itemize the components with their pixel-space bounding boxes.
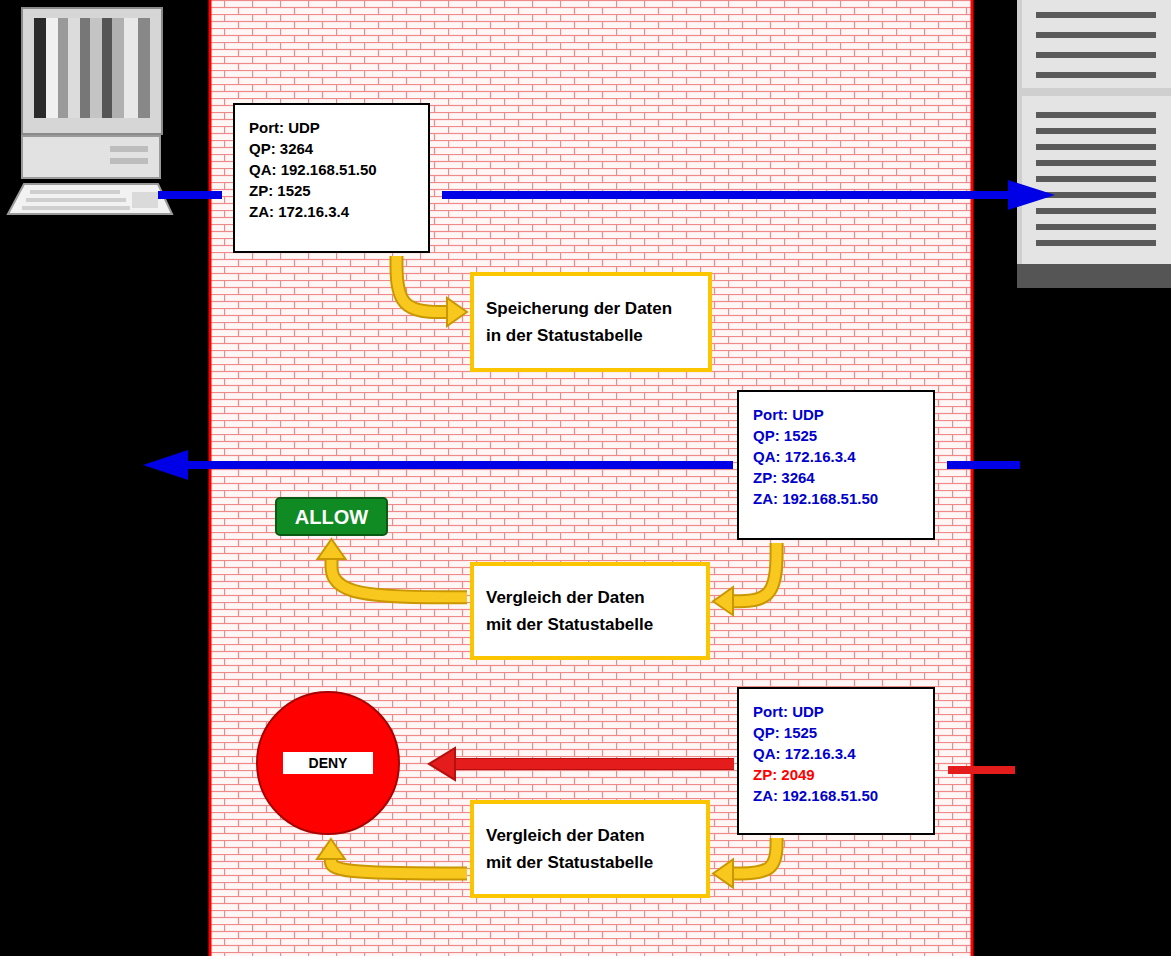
packet-box: Port: UDPQP: 1525QA: 172.16.3.4ZP: 3264Z… xyxy=(737,390,935,540)
packet-field: ZA: 192.168.51.50 xyxy=(753,785,919,806)
arrow-head xyxy=(429,748,455,780)
rejected-arrow-stub xyxy=(948,770,1015,771)
flow-arrow xyxy=(713,543,777,615)
packet-field: ZA: 172.16.3.4 xyxy=(249,201,414,222)
packet-field: Port: UDP xyxy=(249,117,414,138)
process-text: Vergleich der Daten mit der Statustabell… xyxy=(486,822,662,876)
computer-icon xyxy=(8,8,172,214)
packet-field: QA: 172.16.3.4 xyxy=(753,743,919,764)
process-text: Vergleich der Daten mit der Statustabell… xyxy=(486,584,662,638)
packet-field: QA: 172.16.3.4 xyxy=(753,446,919,467)
arrow-head xyxy=(713,860,733,888)
arrow-head xyxy=(713,587,733,615)
stop-disc xyxy=(257,692,399,834)
arrow-head xyxy=(317,839,345,859)
arrow-outline xyxy=(455,758,734,770)
arrow-outline xyxy=(397,256,447,312)
arrow-shaft xyxy=(397,256,447,312)
firewall-wall xyxy=(210,0,972,956)
packet-field: QP: 1525 xyxy=(753,722,919,743)
packet-field: QP: 3264 xyxy=(249,138,414,159)
packet-field: QA: 192.168.51.50 xyxy=(249,159,414,180)
process-box: Vergleich der Daten mit der Statustabell… xyxy=(470,800,710,898)
arrow-shaft xyxy=(331,859,467,874)
allow-badge: ALLOW xyxy=(275,497,388,536)
packet-field: ZP: 1525 xyxy=(249,180,414,201)
flow-arrow xyxy=(317,839,467,874)
arrow-outline xyxy=(733,838,777,874)
packet-box: Port: UDPQP: 3264QA: 192.168.51.50ZP: 15… xyxy=(233,103,430,253)
flow-arrow xyxy=(429,748,734,780)
packet-field: ZP: 3264 xyxy=(753,467,919,488)
packet-field: Port: UDP xyxy=(753,404,919,425)
arrow-shaft xyxy=(733,838,777,874)
server-icon xyxy=(1017,0,1171,288)
arrow-head xyxy=(447,298,467,326)
process-text: Speicherung der Daten in der Statustabel… xyxy=(486,295,682,349)
packet-field: ZP: 2049 xyxy=(753,764,919,785)
deny-sign: DENY xyxy=(255,690,401,836)
verdict-label: ALLOW xyxy=(295,505,368,529)
flow-arrow xyxy=(318,539,468,597)
process-box: Vergleich der Daten mit der Statustabell… xyxy=(470,562,710,660)
arrow-outline xyxy=(733,543,777,601)
process-box: Speicherung der Daten in der Statustabel… xyxy=(470,272,712,372)
packet-field: ZA: 192.168.51.50 xyxy=(753,488,919,509)
packet-box: Port: UDPQP: 1525QA: 172.16.3.4ZP: 2049Z… xyxy=(737,687,935,835)
flow-arrow xyxy=(397,256,467,326)
arrow-shaft xyxy=(455,759,734,769)
arrow-outline xyxy=(332,559,468,597)
packet-field: Port: UDP xyxy=(753,701,919,722)
arrow-shaft xyxy=(733,543,777,601)
arrow-outline xyxy=(331,859,467,874)
arrow-shaft xyxy=(332,559,468,597)
arrow-head xyxy=(318,539,346,559)
packet-field: QP: 1525 xyxy=(753,425,919,446)
verdict-label: DENY xyxy=(283,752,374,774)
flow-arrow xyxy=(713,838,777,888)
